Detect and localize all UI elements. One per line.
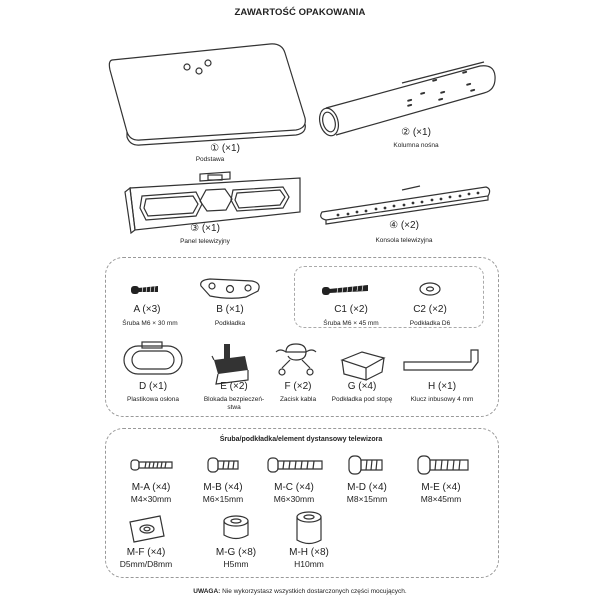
part-a-code: A (×3) xyxy=(133,304,161,315)
spacer-m-g-code: M-G (×8) xyxy=(215,547,257,558)
washer-c2-icon xyxy=(419,282,441,296)
part-a-name: Śruba M6 × 30 mm xyxy=(122,320,178,327)
part-1-number: ① (×1) xyxy=(210,143,240,154)
screw-m-e-dim: M8×45mm xyxy=(420,494,462,504)
part-3-number: ③ (×1) xyxy=(190,223,220,234)
screw-m-a-icon xyxy=(130,459,173,471)
plastic-cover-d-icon xyxy=(123,341,183,375)
part-e-name: Blokada bezpieczeń- xyxy=(203,396,265,403)
screw-m-c-code: M-C (×4) xyxy=(274,482,314,493)
tv-screws-section xyxy=(105,428,499,578)
screw-m-d-dim: M8×15mm xyxy=(346,494,388,504)
tv-panel-drawing xyxy=(124,171,301,235)
spacer-m-h-code: M-H (×8) xyxy=(289,547,329,558)
part-c2-code: C2 (×2) xyxy=(413,304,447,315)
screw-m-e-code: M-E (×4) xyxy=(421,482,461,493)
footer-note: UWAGA: Nie wykorzystasz wszystkich dosta… xyxy=(0,588,600,595)
screw-a-icon xyxy=(131,285,158,294)
part-d-code: D (×1) xyxy=(138,381,168,392)
part-c2-name: Podkładka D6 xyxy=(409,320,451,327)
part-g-code: G (×4) xyxy=(347,381,377,392)
part-c1-code: C1 (×2) xyxy=(334,304,368,315)
screw-m-d-code: M-D (×4) xyxy=(347,482,387,493)
part-2-number: ② (×1) xyxy=(401,127,431,138)
part-f-name: Zacisk kabla xyxy=(279,396,317,403)
part-f-code: F (×2) xyxy=(284,381,312,392)
part-3-name: Panel telewizyjny xyxy=(180,238,230,245)
part-c1-name: Śruba M6 × 45 mm xyxy=(323,320,379,327)
washer-m-f-dim: D5mm/D8mm xyxy=(119,559,173,569)
screw-m-b-code: M-B (×4) xyxy=(203,482,243,493)
part-g-name: Podkładka pod stopę xyxy=(331,396,393,403)
part-h-code: H (×1) xyxy=(427,381,457,392)
c-parts-group xyxy=(294,266,484,328)
foot-pad-g-icon xyxy=(340,351,386,381)
screw-m-b-icon xyxy=(207,457,239,473)
part-b-code: B (×1) xyxy=(216,304,244,315)
part-e-name-line2: stwa xyxy=(227,404,241,411)
cable-clip-f-icon xyxy=(275,343,317,376)
base-plate-drawing xyxy=(108,43,306,146)
part-e-code: E (×2) xyxy=(220,381,248,392)
washer-plate-b-icon xyxy=(200,278,260,299)
spacer-m-h-icon xyxy=(296,511,322,545)
allen-key-h-icon xyxy=(403,349,479,371)
part-h-name: Klucz inbusowy 4 mm xyxy=(410,396,474,403)
tv-screws-title: Śruba/podkładka/element dystansowy telew… xyxy=(219,436,383,443)
page-title: ZAWARTOŚĆ OPAKOWANIA xyxy=(234,7,366,18)
spacer-m-g-icon xyxy=(223,515,249,540)
tv-brackets-drawing xyxy=(320,185,491,225)
washer-m-f-icon xyxy=(129,515,165,543)
part-4-name: Konsola telewizyjna xyxy=(375,237,433,244)
screw-m-b-dim: M6×15mm xyxy=(202,494,244,504)
screw-m-e-icon xyxy=(417,455,469,475)
part-4-number: ④ (×2) xyxy=(389,220,419,231)
safety-lock-e-icon xyxy=(211,344,249,385)
washer-m-f-code: M-F (×4) xyxy=(126,547,166,558)
screw-m-c-dim: M6×30mm xyxy=(273,494,315,504)
part-2-name: Kolumna nośna xyxy=(393,142,439,149)
spacer-m-h-dim: H10mm xyxy=(294,559,324,569)
spacer-m-g-dim: H5mm xyxy=(223,559,249,569)
column-drawing xyxy=(318,61,496,137)
note-label: UWAGA: xyxy=(193,588,221,595)
hardware-section xyxy=(105,257,499,417)
screw-m-d-icon xyxy=(348,455,383,475)
screw-c1-icon xyxy=(322,284,368,295)
screw-m-c-icon xyxy=(267,457,323,473)
part-b-name: Podkładka xyxy=(214,320,246,327)
part-1-name: Podstawa xyxy=(195,156,225,163)
part-d-name: Plastikowa osłona xyxy=(126,396,180,403)
note-text: Nie wykorzystasz wszystkich dostarczonyc… xyxy=(220,588,407,595)
screw-m-a-dim: M4×30mm xyxy=(130,494,172,504)
screw-m-a-code: M-A (×4) xyxy=(131,482,171,493)
